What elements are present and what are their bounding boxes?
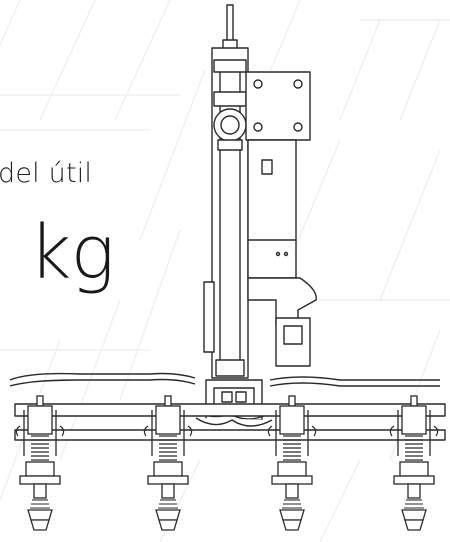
spec-value: 5 kg (0, 210, 115, 296)
spec-label: del útil (0, 158, 93, 189)
